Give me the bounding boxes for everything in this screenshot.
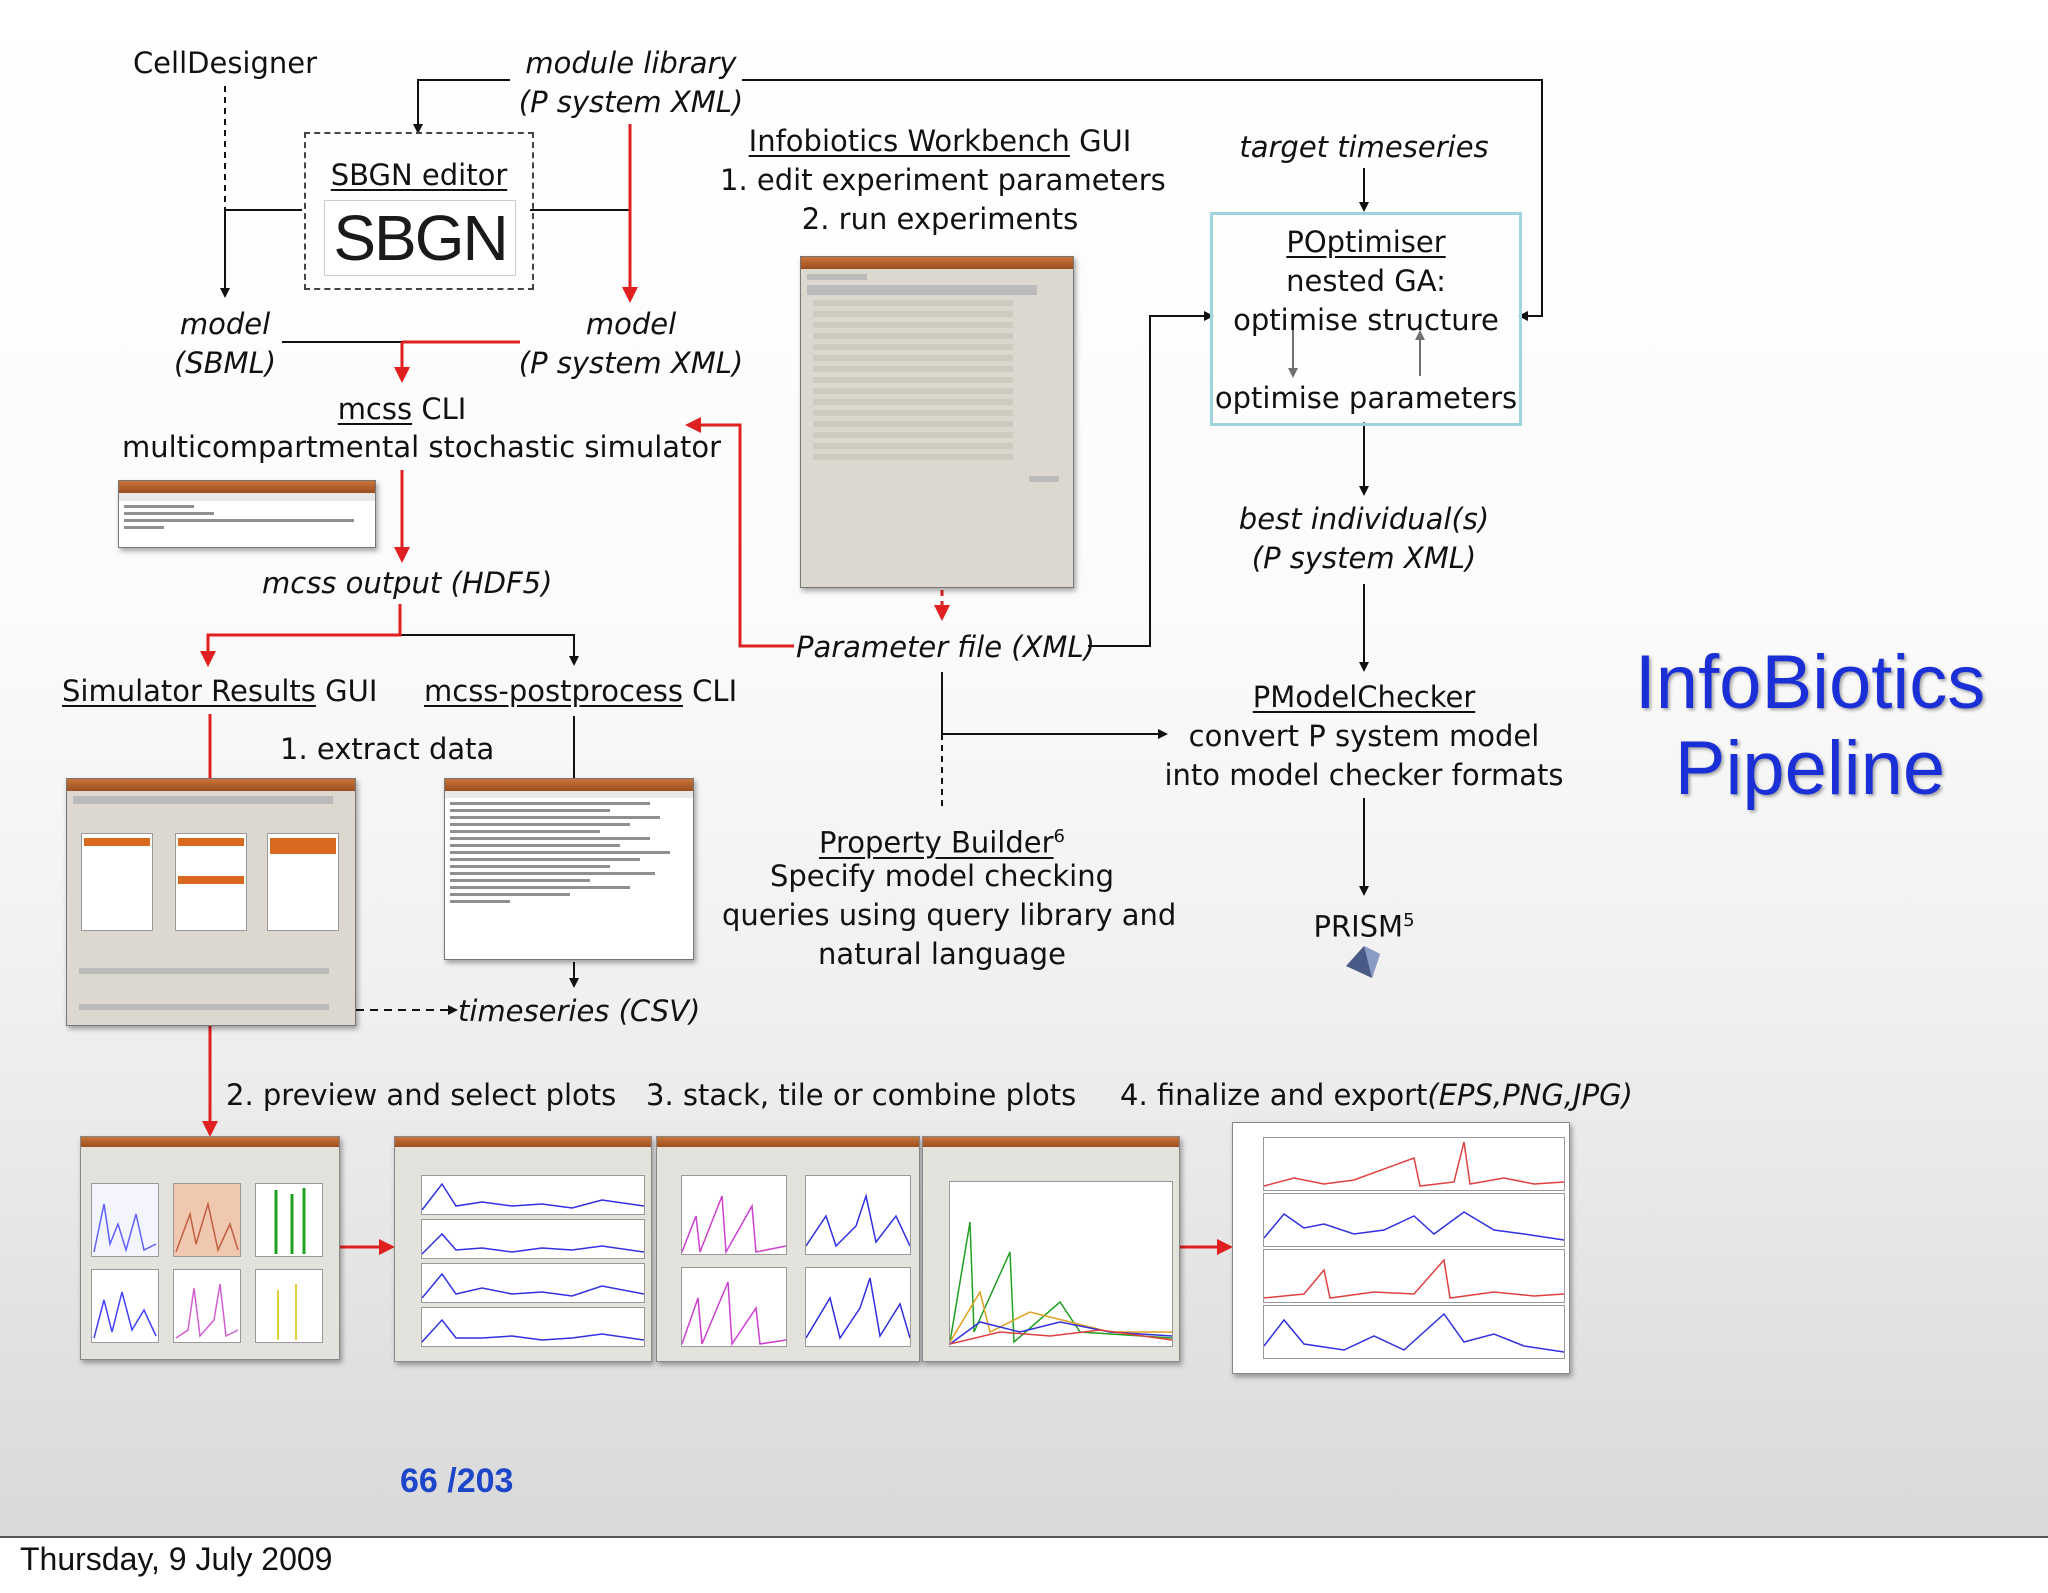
page-current: 66 bbox=[400, 1462, 438, 1500]
mcss-output-label: mcss output (HDF5) bbox=[262, 566, 553, 600]
title-line-1: InfoBiotics bbox=[1634, 640, 1986, 725]
postprocess-terminal-screenshot bbox=[444, 778, 694, 960]
step-stack-label: 3. stack, tile or combine plots bbox=[646, 1078, 1077, 1112]
module-library-label: module library bbox=[525, 46, 737, 80]
prism-ref: 5 bbox=[1403, 910, 1415, 931]
prism-logo-icon bbox=[1342, 940, 1384, 982]
postprocess-suffix: CLI bbox=[692, 674, 738, 708]
plot-preview-window bbox=[80, 1136, 340, 1360]
title-line-2: Pipeline bbox=[1674, 726, 1946, 811]
workbench-window-screenshot bbox=[800, 256, 1074, 588]
model-psystem-label: model bbox=[585, 307, 677, 341]
workbench-label: Infobiotics Workbench GUI bbox=[740, 122, 1140, 160]
postprocess-label: mcss-postprocess CLI bbox=[424, 672, 737, 710]
workbench-name: Infobiotics Workbench bbox=[748, 124, 1070, 158]
mcss-terminal-screenshot bbox=[118, 480, 376, 548]
postprocess-name: mcss-postprocess bbox=[424, 674, 683, 708]
workbench-step-2: 2. run experiments bbox=[801, 202, 1079, 236]
simulator-results-window-screenshot bbox=[66, 778, 356, 1026]
best-individual-label: best individual(s) bbox=[1238, 502, 1490, 536]
page-total: /203 bbox=[447, 1462, 514, 1500]
property-builder-name: Property Builder bbox=[819, 825, 1054, 860]
property-builder-desc-3: natural language bbox=[818, 937, 1066, 971]
pmodelchecker-desc-2: into model checker formats bbox=[1164, 758, 1564, 792]
optimise-structure-label: optimise structure bbox=[1233, 303, 1499, 337]
step-finalize-text: 4. finalize and export bbox=[1120, 1078, 1428, 1112]
step-preview-label: 2. preview and select plots bbox=[226, 1078, 617, 1112]
pmodelchecker-desc-1: convert P system model bbox=[1188, 719, 1540, 753]
extract-data-label: 1. extract data bbox=[280, 732, 495, 766]
sbgn-editor-label: SBGN editor bbox=[330, 158, 508, 192]
plot-tile-window bbox=[656, 1136, 920, 1362]
module-library-format: (P system XML) bbox=[518, 85, 744, 119]
property-builder-ref: 6 bbox=[1053, 826, 1065, 847]
poptimiser-box: POptimiser nested GA: optimise structure… bbox=[1210, 212, 1522, 426]
pmodelchecker-label: PModelChecker bbox=[1252, 680, 1476, 714]
plot-stack-window bbox=[394, 1136, 652, 1362]
target-timeseries-label: target timeseries bbox=[1239, 130, 1489, 164]
mcss-cli-suffix: CLI bbox=[421, 392, 467, 426]
workbench-suffix: GUI bbox=[1079, 124, 1132, 158]
property-builder-desc-2: queries using query library and bbox=[722, 898, 1177, 932]
poptimiser-label: POptimiser bbox=[1286, 225, 1446, 259]
mcss-cli-name: mcss bbox=[337, 392, 413, 426]
sbgn-editor-box: SBGN editor SBGN bbox=[304, 132, 534, 290]
model-psystem-format: (P system XML) bbox=[518, 346, 744, 380]
step-finalize-label: 4. finalize and export(EPS,PNG,JPG) bbox=[1120, 1076, 1633, 1114]
mcss-description: multicompartmental stochastic simulator bbox=[122, 430, 722, 464]
workbench-step-1: 1. edit experiment parameters bbox=[720, 163, 1166, 197]
simulator-results-name: Simulator Results bbox=[62, 674, 316, 708]
simulator-results-label: Simulator Results GUI bbox=[62, 672, 377, 710]
prism-name: PRISM bbox=[1313, 909, 1404, 944]
slide: CellDesigner module library (P system XM… bbox=[0, 0, 2048, 1538]
optimise-parameters-label: optimise parameters bbox=[1214, 381, 1518, 415]
plot-export-window bbox=[1232, 1122, 1570, 1374]
timeseries-csv-label: timeseries (CSV) bbox=[458, 994, 701, 1028]
mcss-cli-label: mcss CLI bbox=[302, 390, 502, 428]
celldesigner-label: CellDesigner bbox=[132, 46, 318, 80]
parameter-file-label: Parameter file (XML) bbox=[796, 630, 1095, 664]
property-builder-desc-1: Specify model checking bbox=[769, 859, 1114, 893]
property-builder-label: Property Builder6 bbox=[762, 818, 1122, 862]
plot-combine-window bbox=[922, 1136, 1180, 1362]
model-sbml-format: (SBML) bbox=[173, 346, 277, 380]
nested-ga-label: nested GA: bbox=[1286, 264, 1446, 298]
page-number: 66 /203 bbox=[400, 1462, 513, 1501]
model-sbml-label: model bbox=[179, 307, 271, 341]
best-individual-format: (P system XML) bbox=[1251, 541, 1477, 575]
step-finalize-formats: (EPS,PNG,JPG) bbox=[1427, 1078, 1633, 1112]
pipeline-arrows bbox=[200, 79, 1543, 1255]
simulator-results-suffix: GUI bbox=[325, 674, 378, 708]
prism-label: PRISM5 bbox=[1264, 902, 1464, 946]
footer-date: Thursday, 9 July 2009 bbox=[20, 1541, 333, 1577]
sbgn-logo: SBGN bbox=[324, 200, 516, 276]
